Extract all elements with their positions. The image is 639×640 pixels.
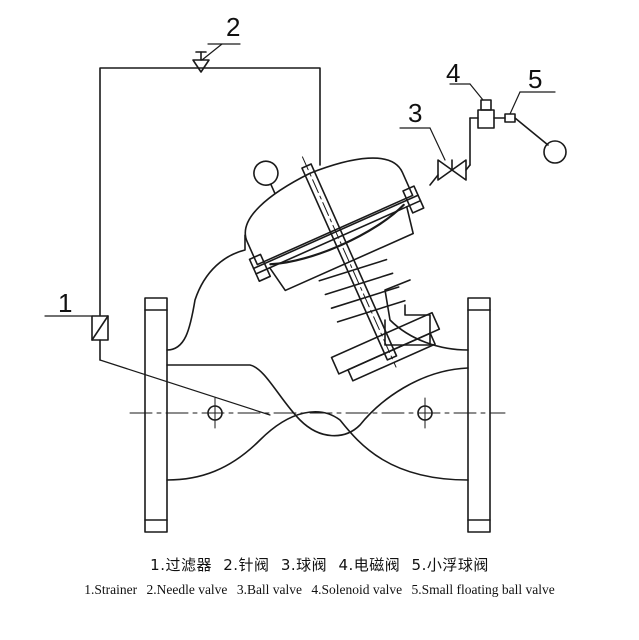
callout-1: 1 xyxy=(58,288,73,318)
callout-5: 5 xyxy=(528,64,543,94)
legend-cn-item: 4.电磁阀 xyxy=(338,556,401,574)
valve-body xyxy=(166,234,469,481)
needle-valve-symbol xyxy=(192,51,210,73)
floating-ball-valve-symbol xyxy=(504,113,567,164)
legend-cn-item: 3.球阀 xyxy=(280,556,328,574)
pilot-tubing xyxy=(99,67,321,316)
legend-en-item: 4.Solenoid valve xyxy=(311,582,403,597)
solenoid-valve-symbol xyxy=(477,99,506,129)
valve-diagram xyxy=(44,43,567,533)
legend-english: 1.Strainer 2.Needle valve 3.Ball valve 4… xyxy=(0,582,639,598)
legend-en-item: 2.Needle valve xyxy=(146,582,228,597)
legend-cn-item: 5.小浮球阀 xyxy=(411,556,489,574)
ball-valve-symbol xyxy=(429,159,471,186)
legend-cn-item: 2.针阀 xyxy=(223,556,270,574)
legend-en-item: 3.Ball valve xyxy=(236,582,303,597)
legend-cn-item: 1.过滤器 xyxy=(150,556,212,574)
strainer-symbol xyxy=(91,315,109,361)
outlet-flange xyxy=(467,297,491,533)
callout-2: 2 xyxy=(226,12,241,42)
legend-en-item: 5.Small floating ball valve xyxy=(411,582,555,597)
inlet-flange xyxy=(144,297,168,533)
legend-chinese: 1.过滤器 2.针阀 3.球阀 4.电磁阀 5.小浮球阀 xyxy=(0,554,639,575)
callout-3: 3 xyxy=(408,98,423,128)
valve-bonnet xyxy=(244,156,441,382)
legend-en-item: 1.Strainer xyxy=(84,582,138,597)
callout-4: 4 xyxy=(446,58,461,88)
